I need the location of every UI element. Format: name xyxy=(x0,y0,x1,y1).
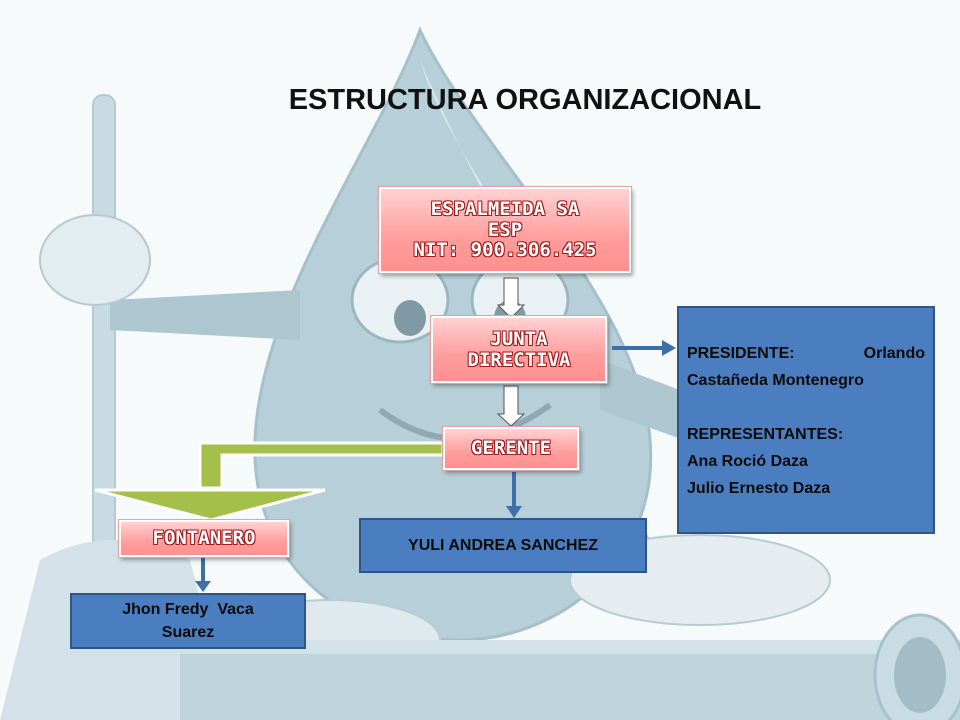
company-nit: NIT: 900.306.425 xyxy=(413,239,597,262)
manager-person-box: YULI ANDREA SANCHEZ xyxy=(359,518,647,573)
node-plumber: FONTANERO xyxy=(118,519,290,558)
arrow-plumber-to-person xyxy=(195,555,211,592)
board-label-line2: DIRECTIVA xyxy=(467,348,571,371)
manager-person-name: YULI ANDREA SANCHEZ xyxy=(408,536,598,554)
arrow-board-to-members xyxy=(612,340,676,356)
plumber-label: FONTANERO xyxy=(152,527,256,550)
president-row: PRESIDENTE: Orlando xyxy=(687,340,925,367)
plumber-person-line2: Suarez xyxy=(161,624,215,641)
arrow-company-to-board xyxy=(496,277,526,319)
manager-label: GERENTE xyxy=(470,437,552,460)
president-first-name: Orlando xyxy=(863,345,925,362)
arrow-board-to-manager xyxy=(496,385,526,427)
node-board: JUNTA DIRECTIVA xyxy=(430,315,608,384)
arrow-manager-to-person xyxy=(506,472,522,518)
company-name: ESPALMEIDA SA xyxy=(430,197,580,220)
arrow-manager-to-plumber xyxy=(94,441,445,522)
president-label: PRESIDENTE: xyxy=(687,345,795,362)
board-members-box: PRESIDENTE: Orlando Castañeda Montenegro… xyxy=(677,306,935,534)
board-label-line1: JUNTA xyxy=(490,327,548,350)
representative-2: Julio Ernesto Daza xyxy=(687,480,831,497)
node-manager: GERENTE xyxy=(442,426,580,471)
node-company: ESPALMEIDA SA ESP NIT: 900.306.425 xyxy=(378,186,632,274)
page-title: ESTRUCTURA ORGANIZACIONAL xyxy=(288,84,762,116)
representatives-label: REPRESENTANTES: xyxy=(687,426,844,443)
president-surname: Castañeda Montenegro xyxy=(687,372,864,389)
plumber-person-box: Jhon Fredy Vaca Suarez xyxy=(70,593,306,649)
representative-1: Ana Roció Daza xyxy=(687,453,808,470)
plumber-person-line1: Jhon Fredy Vaca xyxy=(122,600,254,618)
company-type: ESP xyxy=(487,218,523,241)
